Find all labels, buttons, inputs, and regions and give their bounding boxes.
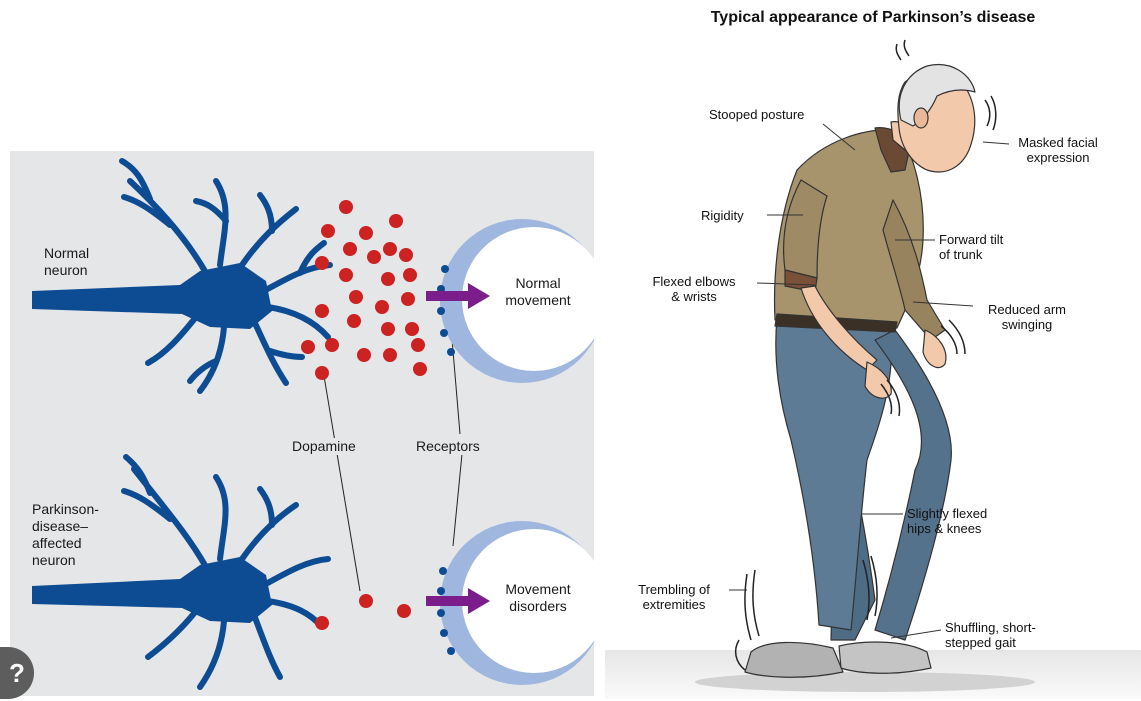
label-normal-movement: Normal movement [490,275,586,309]
help-icon-glyph: ? [9,658,25,688]
receptor-leader-line-bottom [453,454,462,546]
label-normal-neuron: Normal neuron [44,245,89,279]
dopamine-molecules-normal [301,200,427,380]
label-stooped-posture: Stooped posture [709,107,804,122]
dopamine-diagram-panel: Normal neuron Parkinson- disease– affect… [10,151,594,696]
label-flexed-hips-knees: Slightly flexed hips & knees [907,506,987,536]
label-rigidity: Rigidity [701,208,744,223]
affected-neuron [32,457,328,687]
label-movement-disorders: Movement disorders [488,581,588,615]
label-masked-facial-expression: Masked facial expression [1005,135,1111,165]
parkinson-appearance-panel: Typical appearance of Parkinson’s diseas… [605,0,1141,699]
label-trembling-extremities: Trembling of extremities [621,582,727,612]
label-shuffling-gait: Shuffling, short- stepped gait [945,620,1036,650]
label-flexed-elbows: Flexed elbows & wrists [631,274,757,304]
label-dopamine: Dopamine [290,438,358,455]
label-receptors: Receptors [414,438,482,455]
label-forward-tilt: Forward tilt of trunk [939,232,1003,262]
label-reduced-arm-swinging: Reduced arm swinging [973,302,1081,332]
label-affected-neuron: Parkinson- disease– affected neuron [32,501,99,569]
figure-shadow [695,672,1035,692]
elderly-man-figure [736,40,996,677]
dopamine-molecules-affected [315,594,411,630]
